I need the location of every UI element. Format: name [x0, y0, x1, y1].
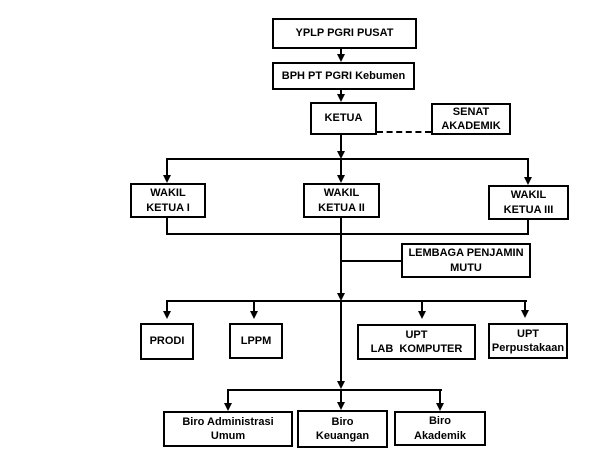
connector-bus-to-wakil2	[340, 160, 342, 175]
biro-bus-line	[227, 389, 442, 391]
node-lppm: LPPM	[229, 323, 283, 359]
connector-bus-to-lppm	[253, 302, 255, 312]
node-upt-perpustakaan: UPT Perpustakaan	[488, 323, 568, 359]
arrowhead-into-wakil3	[524, 177, 532, 185]
unit-bus-line	[166, 300, 527, 302]
connector-trunk-to-lpm	[341, 260, 401, 262]
node-wakil-ketua-2: WAKIL KETUA II	[303, 183, 380, 218]
connector-join-to-unit-bus	[340, 235, 342, 295]
arrowhead-into-unit-bus	[337, 293, 345, 301]
connector-bus-to-biro-administrasi	[227, 391, 229, 404]
arrowhead-into-prodi	[163, 311, 171, 319]
node-yplp-pgri-pusat: YPLP PGRI PUSAT	[272, 18, 417, 49]
connector-bus-to-wakil1	[166, 160, 168, 175]
connector-bus-to-prodi	[166, 302, 168, 312]
node-biro-keuangan: Biro Keuangan	[297, 410, 388, 448]
node-ketua: KETUA	[310, 102, 377, 135]
arrowhead-into-biro-akademik	[436, 403, 444, 411]
node-wakil-ketua-3: WAKIL KETUA III	[488, 185, 569, 220]
node-bph-pt-pgri-kebumen: BPH PT PGRI Kebumen	[272, 62, 415, 90]
connector-ketua-to-senat-dashed	[377, 131, 431, 133]
connector-bus-to-biro-keuangan	[340, 391, 342, 403]
arrowhead-into-ketua	[337, 94, 345, 102]
node-upt-lab-komputer: UPT LAB KOMPUTER	[357, 324, 476, 360]
connector-ketua-to-wakil-bus	[340, 134, 342, 152]
arrowhead-into-upt-lab	[418, 311, 426, 319]
arrowhead-into-biro-bus	[337, 381, 345, 389]
arrowhead-into-bph	[337, 54, 345, 62]
arrowhead-into-upt-perpustakaan	[521, 310, 529, 318]
connector-trunk-to-biro-bus	[340, 302, 342, 383]
connector-wakil1-to-join-bus	[166, 218, 168, 234]
node-biro-akademik: Biro Akademik	[394, 411, 486, 446]
connector-bus-to-wakil3	[527, 160, 529, 178]
connector-wakil2-to-join-bus	[340, 218, 342, 234]
arrowhead-into-lppm	[250, 311, 258, 319]
connector-wakil3-to-join-bus	[527, 220, 529, 234]
connector-bph-to-ketua	[340, 89, 342, 95]
node-wakil-ketua-1: WAKIL KETUA I	[130, 183, 206, 218]
node-lembaga-penjamin-mutu: LEMBAGA PENJAMIN MUTU	[401, 243, 531, 278]
arrowhead-into-wakil1	[163, 175, 171, 183]
arrowhead-into-biro-keuangan	[337, 402, 345, 410]
arrowhead-into-wakil-bus	[337, 151, 345, 159]
wakil-bus-line	[166, 158, 529, 160]
connector-bus-to-biro-akademik	[439, 391, 441, 404]
connector-bus-to-upt-lab	[421, 302, 423, 312]
node-prodi: PRODI	[140, 323, 194, 360]
arrowhead-into-biro-administrasi	[224, 403, 232, 411]
wakil-join-bus-line	[166, 233, 529, 235]
node-biro-administrasi-umum: Biro Administrasi Umum	[163, 411, 293, 447]
node-senat-akademik: SENAT AKADEMIK	[431, 103, 511, 135]
connector-bus-to-upt-perpustakaan	[524, 302, 526, 311]
connector-yplp-to-bph	[340, 48, 342, 56]
arrowhead-into-wakil2	[337, 175, 345, 183]
